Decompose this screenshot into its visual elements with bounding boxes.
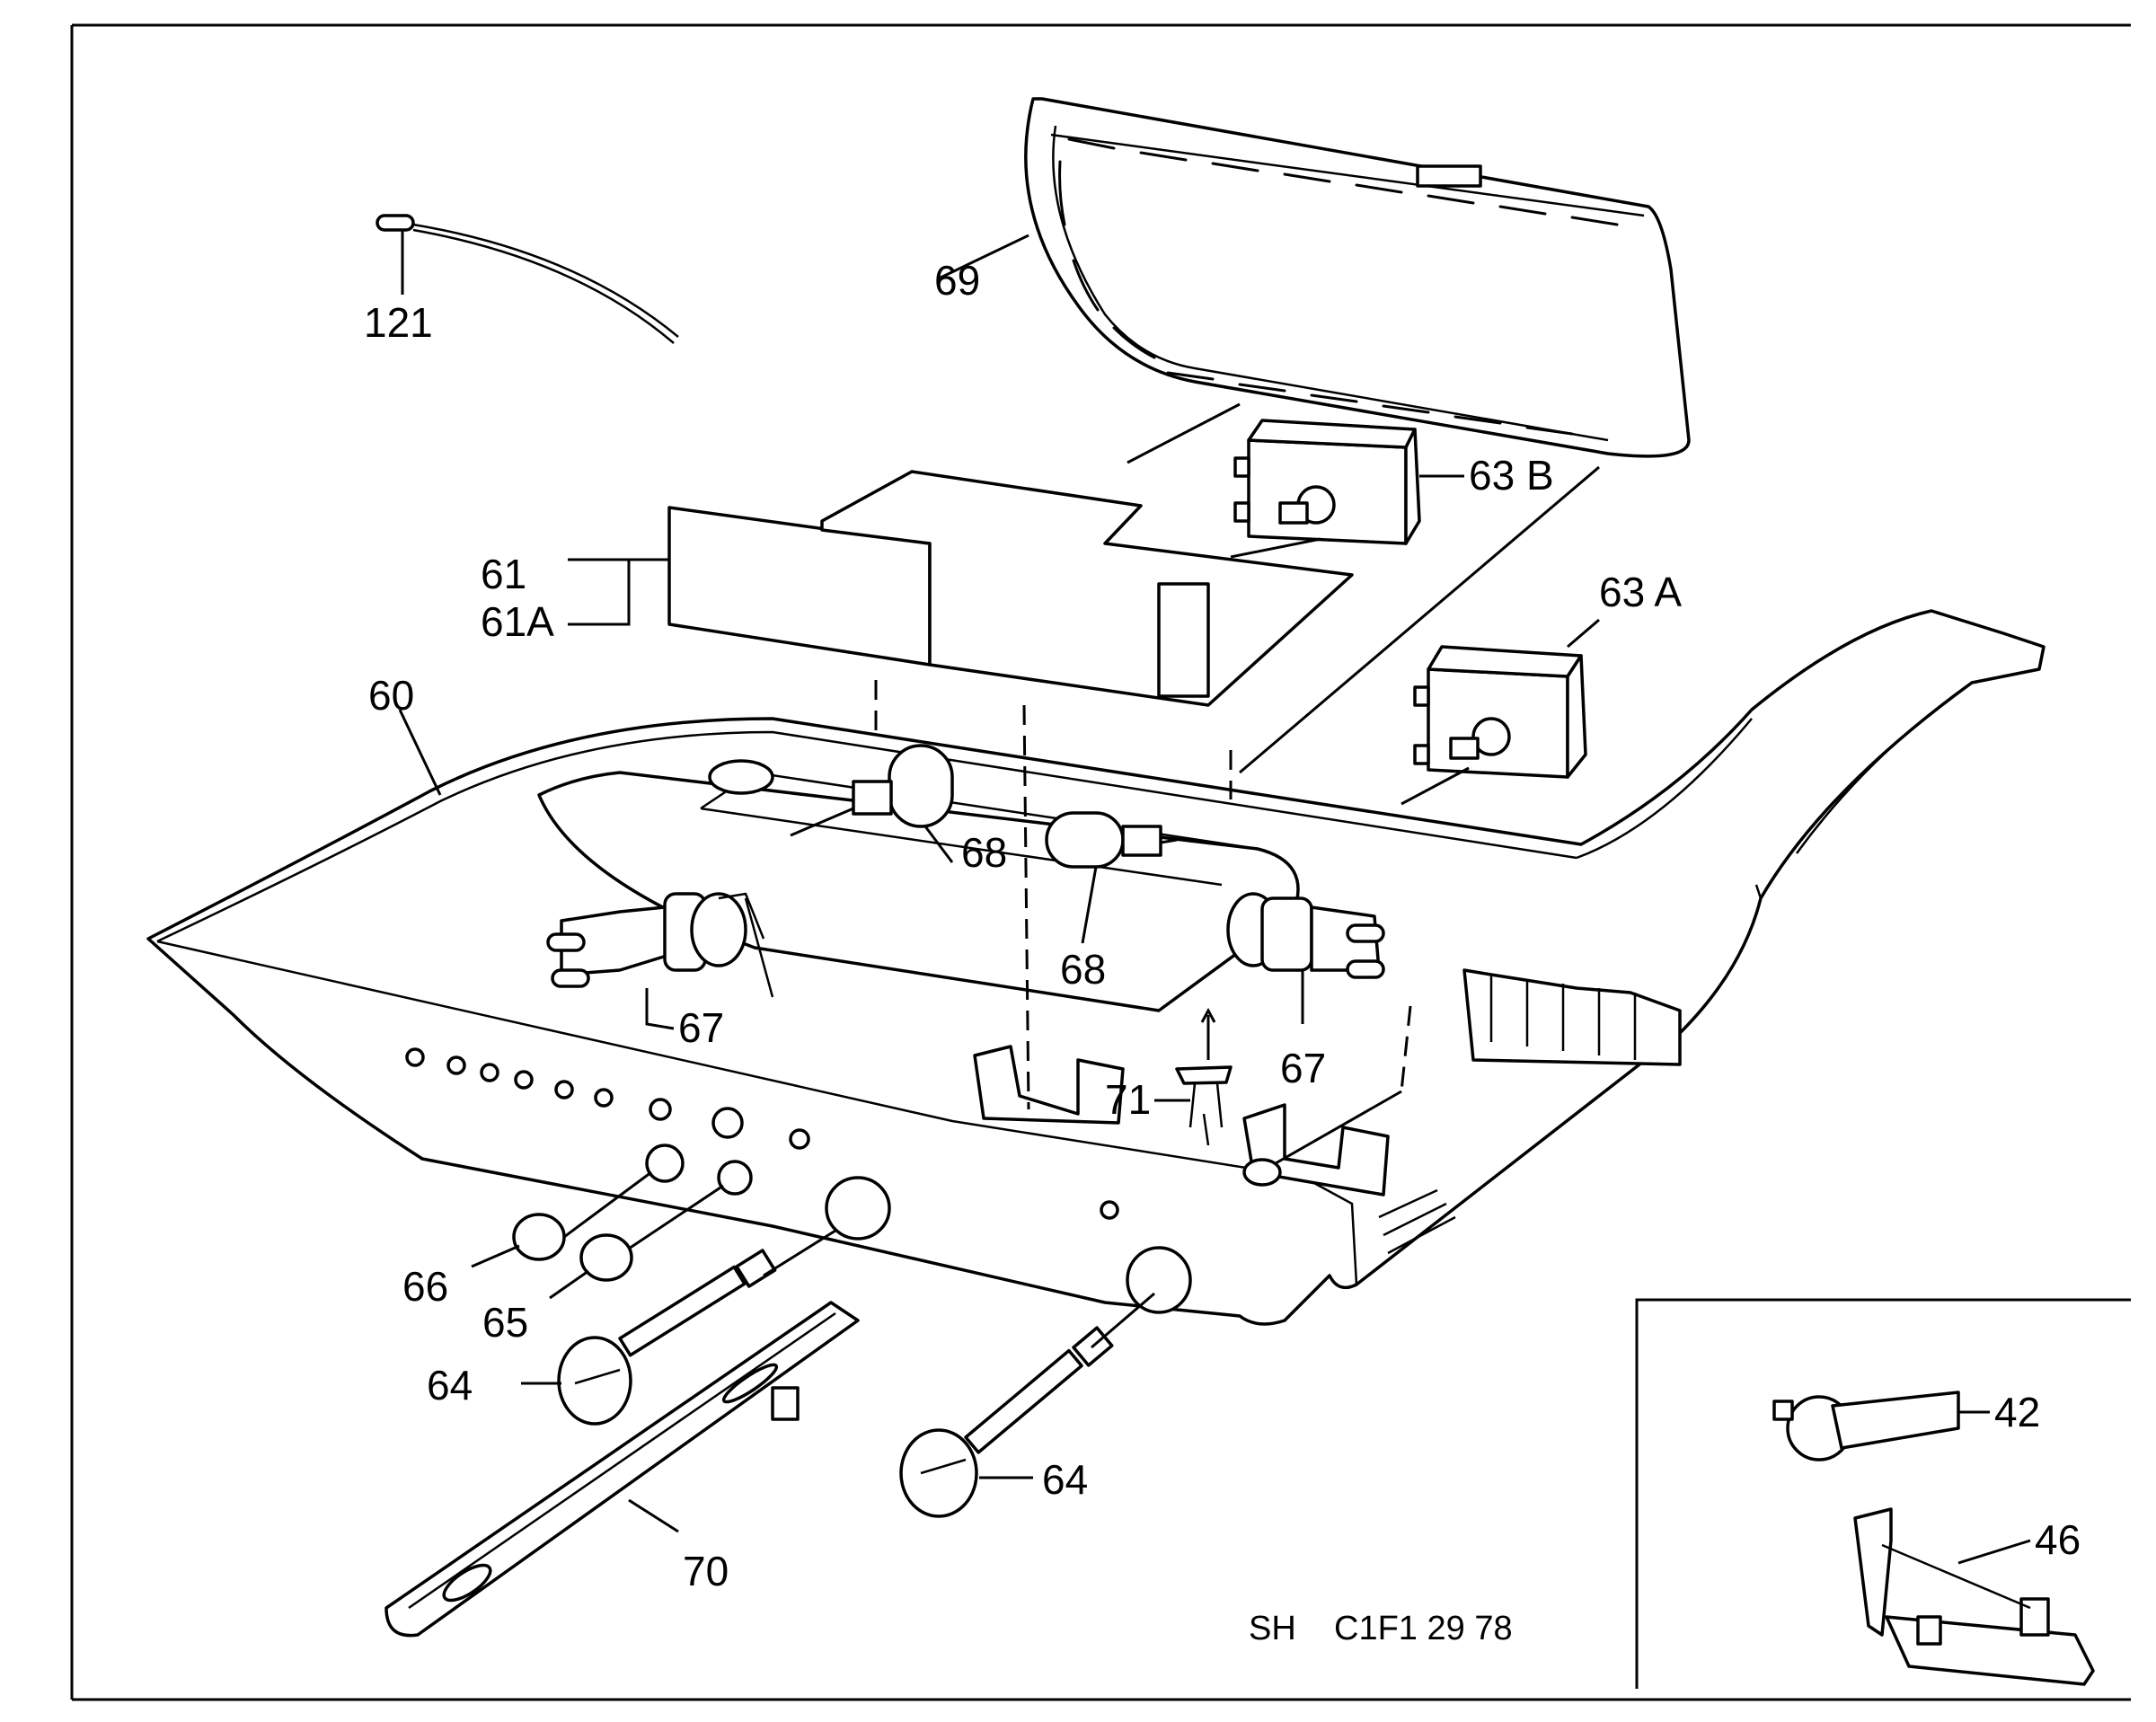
label-66: 66 <box>402 1263 448 1310</box>
part-64-knob-left <box>521 1229 836 1426</box>
drawing-code: SH C1F1 29 78 <box>1249 1610 1513 1647</box>
housing-front-holes <box>405 1047 1192 1314</box>
label-67-right: 67 <box>1280 1045 1326 1091</box>
part-69-cover-plate <box>938 97 1691 458</box>
part-67-lamp-holder-left <box>546 892 774 1030</box>
part-61-insulation-sheet <box>568 470 1354 707</box>
label-60: 60 <box>368 672 414 719</box>
callout-labels: 121 69 63 B 61 61A 63 A 60 68 68 67 67 7… <box>364 257 2081 1647</box>
part-71-clip <box>1154 1007 1233 1146</box>
label-71: 71 <box>1105 1076 1151 1123</box>
part-66-button <box>471 1170 652 1268</box>
diagram-frame <box>70 23 2131 1701</box>
part-65-button <box>549 1184 724 1300</box>
part-63b-switch <box>1127 402 1464 559</box>
label-67-left: 67 <box>678 1004 724 1051</box>
label-70: 70 <box>683 1548 729 1594</box>
part-42-inset-knob <box>1772 1391 1990 1461</box>
part-68-bulb-right <box>1045 811 1178 944</box>
part-68-bulb-left <box>790 744 954 863</box>
label-61: 61 <box>481 551 526 597</box>
part-64-knob-right <box>899 1292 1155 1518</box>
label-65: 65 <box>482 1299 528 1346</box>
inset-box <box>1635 1298 2131 1689</box>
label-68-right: 68 <box>1060 946 1106 993</box>
part-46-inset-bracket <box>1853 1507 2095 1686</box>
label-63b: 63 B <box>1469 452 1554 499</box>
label-42: 42 <box>1994 1389 2040 1435</box>
label-61a: 61A <box>481 598 554 645</box>
label-121: 121 <box>364 299 433 346</box>
label-46: 46 <box>2035 1516 2081 1563</box>
label-68-left: 68 <box>961 829 1007 876</box>
part-67-lamp-holder-right <box>1226 892 1385 1024</box>
label-69: 69 <box>934 257 980 304</box>
part-121-sensor-wire <box>376 214 679 344</box>
part-63a-switch <box>1401 618 1600 806</box>
label-63a: 63 A <box>1599 569 1682 615</box>
label-64-right: 64 <box>1042 1456 1088 1503</box>
part-70-slider <box>384 1301 860 1638</box>
assembly-dashed-lines <box>874 465 1600 1165</box>
label-64-left: 64 <box>427 1362 473 1409</box>
